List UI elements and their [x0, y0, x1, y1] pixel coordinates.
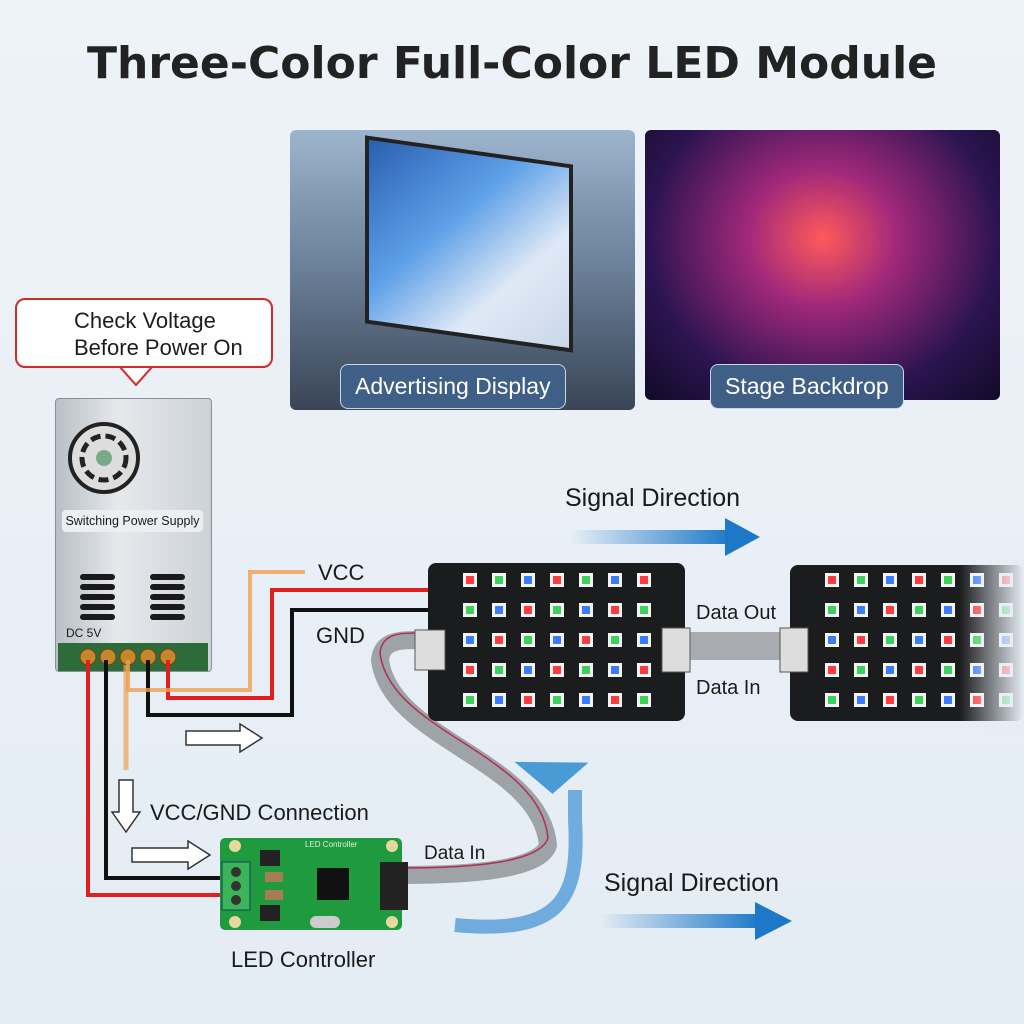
led-light: [466, 696, 474, 704]
led-light: [886, 696, 894, 704]
led-light: [915, 696, 923, 704]
led-light: [582, 576, 590, 584]
led-light: [915, 666, 923, 674]
gnd-label: GND: [316, 623, 365, 648]
callout-tail: [119, 366, 153, 387]
led-light: [640, 696, 648, 704]
led-light: [524, 606, 532, 614]
led-light: [944, 696, 952, 704]
led-light: [495, 636, 503, 644]
led-light: [495, 666, 503, 674]
led-light: [640, 636, 648, 644]
curved-arrow-head: [514, 761, 589, 794]
controller-marking: LED Controller: [305, 840, 358, 849]
advertising-display-label: Advertising Display: [340, 364, 566, 409]
microcontroller-chip: [317, 868, 349, 900]
led-light: [828, 606, 836, 614]
led-light: [495, 696, 503, 704]
led-light: [611, 666, 619, 674]
signal-arrow-top: [570, 530, 730, 544]
led-light: [857, 696, 865, 704]
warning-line-2: Before Power On: [74, 335, 243, 360]
led-light: [828, 576, 836, 584]
led-light: [611, 606, 619, 614]
led-light: [915, 636, 923, 644]
led-light: [553, 636, 561, 644]
signal-direction-top: Signal Direction: [565, 484, 741, 512]
white-arrow-down: [110, 779, 142, 834]
led-light: [640, 576, 648, 584]
led-light: [944, 606, 952, 614]
warning-callout: [15, 298, 273, 368]
led-light: [886, 636, 894, 644]
fan-icon: [68, 422, 140, 494]
led-light: [944, 576, 952, 584]
led-light: [553, 696, 561, 704]
led-light: [582, 696, 590, 704]
led-light: [553, 666, 561, 674]
led-light: [857, 636, 865, 644]
led-light: [886, 576, 894, 584]
led-light: [915, 606, 923, 614]
led-light: [915, 576, 923, 584]
led-light: [582, 636, 590, 644]
led-light: [611, 696, 619, 704]
stage-backdrop-photo: [645, 130, 1000, 400]
led-light: [828, 666, 836, 674]
led-light: [828, 696, 836, 704]
led-light: [466, 666, 474, 674]
led-light: [640, 666, 648, 674]
led-light: [828, 636, 836, 644]
controller-data-in-label: Data In: [424, 843, 486, 864]
led-light: [857, 576, 865, 584]
led-light: [582, 606, 590, 614]
led-light: [640, 606, 648, 614]
data-out-label: Data Out: [696, 602, 777, 624]
stage-backdrop-label: Stage Backdrop: [710, 364, 904, 409]
led-light: [886, 606, 894, 614]
led-light: [466, 636, 474, 644]
led-light: [944, 666, 952, 674]
led-light: [553, 576, 561, 584]
led-light: [524, 636, 532, 644]
signal-arrow-bottom: [600, 914, 760, 928]
led-light: [524, 576, 532, 584]
led-light: [611, 576, 619, 584]
warning-line-1: Check Voltage: [74, 308, 216, 333]
led-light: [466, 606, 474, 614]
led-light: [466, 576, 474, 584]
led-light: [857, 606, 865, 614]
led-light: [611, 636, 619, 644]
led-controller-label: LED Controller: [231, 947, 376, 972]
white-arrow-right: [185, 722, 264, 754]
module-data-in-label: Data In: [696, 677, 761, 699]
led-light: [582, 666, 590, 674]
led-light: [495, 576, 503, 584]
psu-label: Switching Power Supply: [62, 510, 203, 532]
warning-text: Check Voltage Before Power On: [74, 307, 243, 361]
psu-voltage: DC 5V: [66, 626, 102, 640]
signal-direction-bottom: Signal Direction: [604, 869, 780, 897]
white-arrow-right: [131, 839, 212, 871]
vcc-label: VCC: [318, 560, 365, 585]
led-light: [944, 636, 952, 644]
led-light: [524, 696, 532, 704]
vcc-gnd-connection-label: VCC/GND Connection: [150, 800, 369, 825]
psu-vents: [80, 574, 185, 620]
led-light: [553, 606, 561, 614]
page-title: Three-Color Full-Color LED Module: [87, 38, 937, 89]
led-light: [857, 666, 865, 674]
led-light: [886, 666, 894, 674]
led-light: [495, 606, 503, 614]
led-light: [524, 666, 532, 674]
